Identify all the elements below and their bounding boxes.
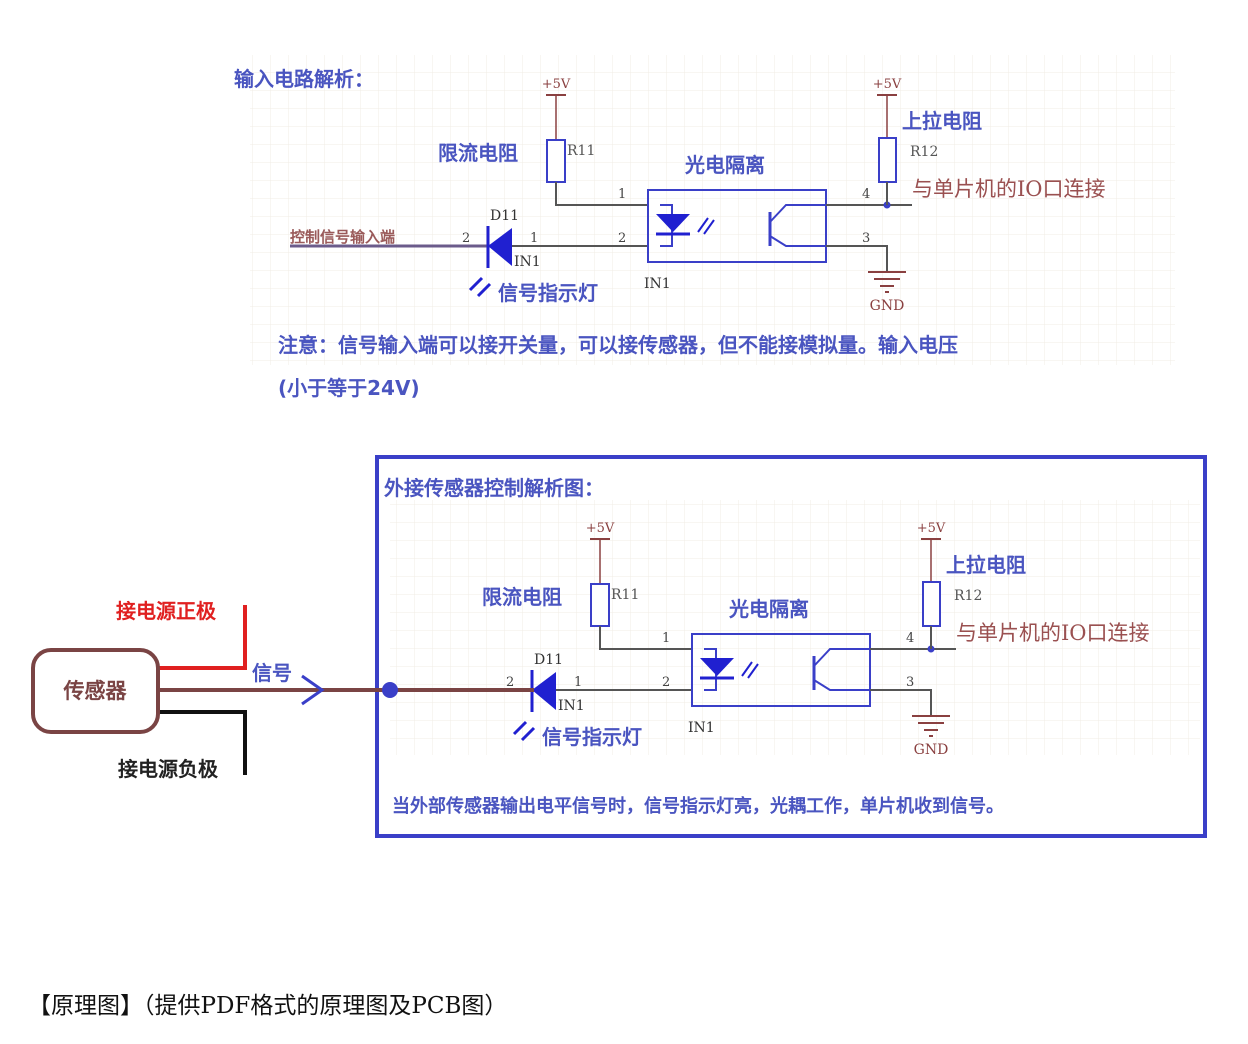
light-emission-icon [468,276,492,298]
opto-led-icon [656,204,715,247]
mcu-io-label: 与单片机的IO口连接 [912,177,1106,201]
note-line-2: (小于等于24V) [278,376,420,400]
pin-3-label: 3 [906,675,914,690]
wire [555,182,648,206]
optocoupler-box [647,189,827,263]
pullup-resistor-label: 上拉电阻 [946,553,1026,577]
r11-label: R11 [567,143,595,159]
indicator-label: 信号指示灯 [498,281,598,305]
d11-label: D11 [490,208,519,224]
mcu-io-label: 与单片机的IO口连接 [956,621,1150,645]
note-line-1: 注意：信号输入端可以接开关量，可以接传感器，但不能接模拟量。输入电压 [278,333,958,357]
limit-resistor-label: 限流电阻 [482,585,562,609]
pullup-resistor-label: 上拉电阻 [902,109,982,133]
pin-3-label: 3 [862,231,870,246]
signal-arrow-icon [301,674,325,706]
resistor-r12 [878,137,897,183]
limit-resistor-label: 限流电阻 [438,141,518,165]
phototransistor-icon [812,648,870,691]
pin-1-label: 1 [574,675,582,690]
pin-1-label: 1 [530,231,538,246]
top-title: 输入电路解析： [234,67,374,91]
signal-label: 信号 [252,661,292,685]
vcc-label: +5V [542,77,571,92]
sensor-circuit-schematic: +5V R11 限流电阻 1 D11 2 1 IN1 信号指示灯 2 光电隔离 … [482,521,1150,758]
pin-2-label: 2 [618,231,626,246]
in1-opto-label: IN1 [688,720,715,736]
pin-1-label: 1 [662,631,670,646]
negative-wire [158,710,247,775]
r12-label: R12 [910,144,938,160]
sensor-box [31,648,160,734]
wire [870,689,932,716]
in1-label: IN1 [514,254,541,270]
pin-2-label: 2 [506,675,514,690]
signal-junction [382,682,398,698]
caption: 【原理图】（提供PDF格式的原理图及PCB图） [28,993,508,1019]
in1-label: IN1 [558,698,585,714]
d11-label: D11 [534,652,563,668]
gnd-label: GND [914,742,949,758]
pin-1-label: 1 [618,187,626,202]
positive-wire [158,605,247,670]
phototransistor-icon [768,204,826,247]
vcc-label: +5V [873,77,902,92]
pin-4-label: 4 [906,631,914,646]
pin-2-label: 2 [462,231,470,246]
diode-d11-icon [488,228,512,266]
opto-led-icon [700,648,759,691]
resistor-r12 [922,581,941,627]
pin-4-label: 4 [862,187,870,202]
r11-label: R11 [611,587,639,603]
top-grid-background [250,55,1175,365]
positive-label: 接电源正极 [116,599,217,623]
opto-isolation-label: 光电隔离 [728,597,809,621]
bottom-description: 当外部传感器输出电平信号时，信号指示灯亮，光耦工作，单片机收到信号。 [392,795,1004,817]
vcc-label: +5V [917,521,946,536]
bottom-title: 外接传感器控制解析图： [384,476,604,500]
pin-2-label: 2 [662,675,670,690]
wire [599,626,692,650]
optocoupler-box [691,633,871,707]
ground-icon [868,271,906,293]
resistor-r11 [590,583,610,627]
wire [826,245,888,272]
bottom-grid-background [390,500,1200,755]
light-emission-icon [512,720,536,742]
negative-label: 接电源负极 [118,757,219,781]
opto-isolation-label: 光电隔离 [684,153,765,177]
in1-opto-label: IN1 [644,276,671,292]
ground-icon [912,715,950,737]
r12-label: R12 [954,588,982,604]
gnd-label: GND [870,298,905,314]
vcc-label: +5V [586,521,615,536]
input-label: 控制信号输入端 [290,228,395,246]
resistor-r11 [546,139,566,183]
sensor-label: 传感器 [63,679,128,703]
diode-d11-icon [532,672,556,710]
input-circuit-schematic: +5V R11 限流电阻 1 D11 2 1 IN1 信号指示灯 2 光电隔离 … [438,77,1106,314]
indicator-label: 信号指示灯 [542,725,642,749]
